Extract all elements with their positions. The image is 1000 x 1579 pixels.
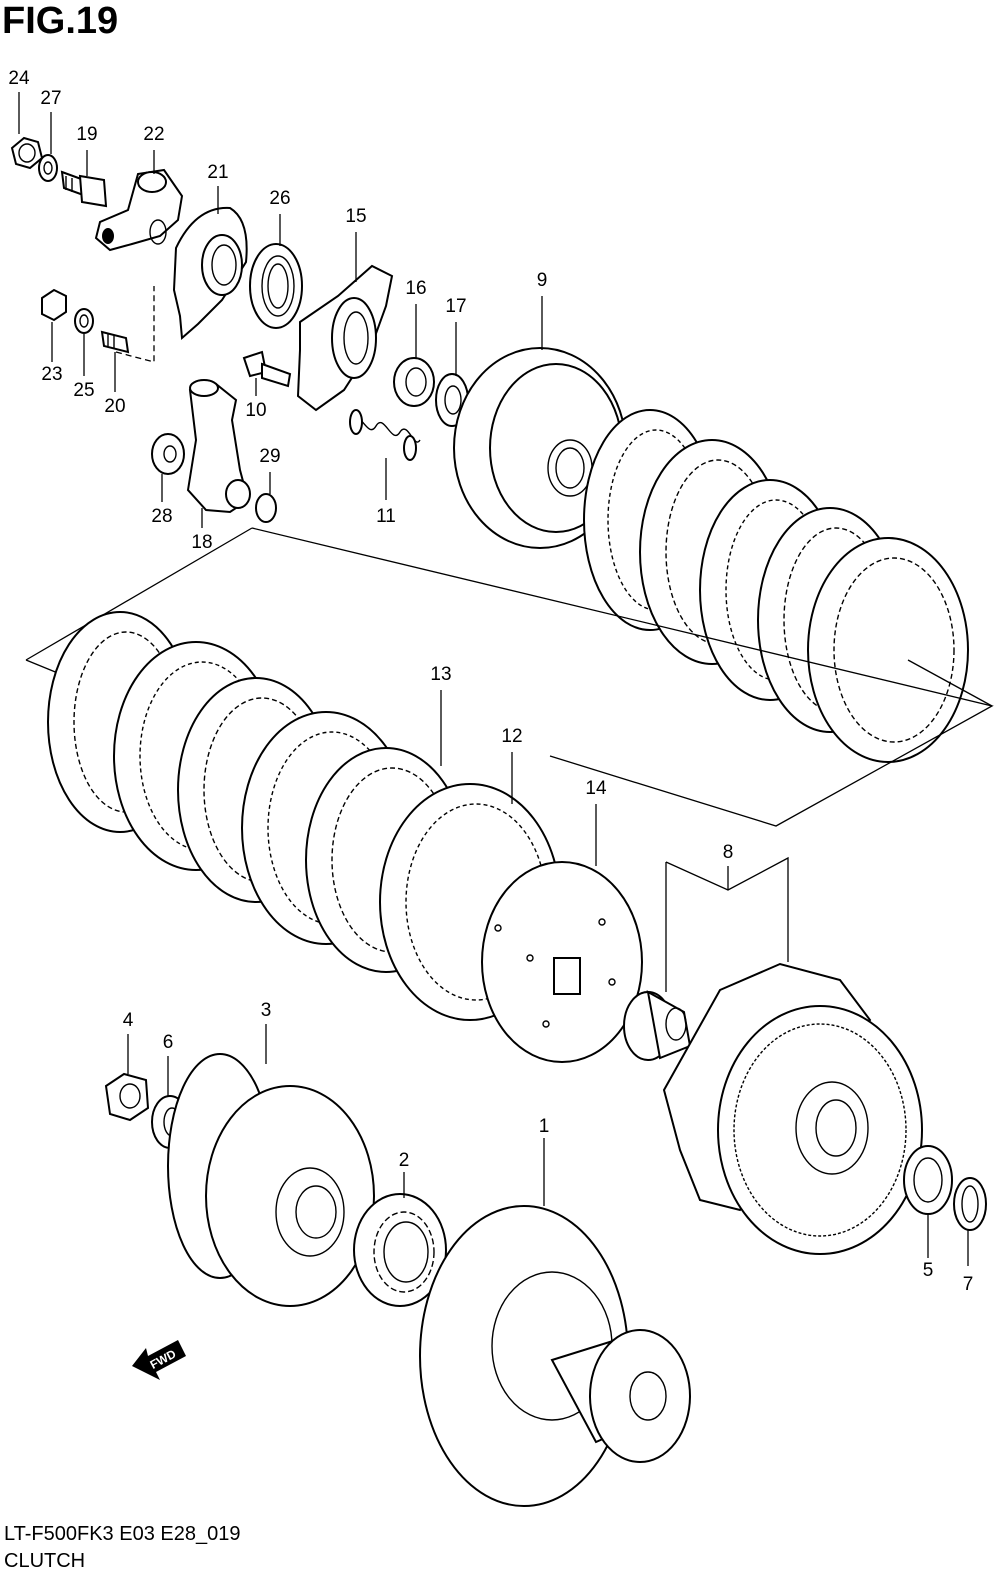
callout-27: 27: [40, 88, 61, 109]
nut-24: [10, 136, 44, 170]
callout-11: 11: [376, 506, 396, 527]
clutch-housing-8: [662, 962, 923, 1255]
callout-19: 19: [76, 124, 97, 145]
leader-lines: [18, 92, 969, 1266]
callout-9: 9: [537, 270, 548, 291]
callout-21: 21: [207, 162, 228, 183]
callout-labels: 24 27 19 22 21 26 15 16 17 9 23 25 20 10…: [8, 68, 973, 1295]
figure-code: LT-F500FK3 E03 E28_019: [4, 1523, 241, 1545]
callout-1: 1: [539, 1116, 550, 1137]
callout-25: 25: [73, 380, 94, 401]
washer-27: [38, 154, 58, 182]
plate-stack-upper: [583, 409, 969, 763]
callout-16: 16: [405, 278, 426, 299]
circlip-29: [255, 493, 277, 523]
pressure-plate-9: [453, 347, 627, 549]
callout-18: 18: [191, 532, 212, 553]
callout-15: 15: [345, 206, 366, 227]
washer-5: [903, 1145, 953, 1215]
callout-12: 12: [501, 726, 522, 747]
figure-title: FIG.19: [2, 0, 119, 42]
callout-3: 3: [261, 1000, 272, 1021]
callout-8: 8: [723, 842, 734, 863]
bolt-10: [242, 350, 292, 388]
joint-22: [94, 168, 184, 252]
callout-7: 7: [963, 1274, 974, 1295]
callout-29: 29: [259, 446, 280, 467]
callout-14: 14: [585, 778, 607, 799]
washer-7: [953, 1177, 987, 1231]
callout-2: 2: [399, 1150, 410, 1171]
one-way-clutch-2: [353, 1193, 447, 1307]
callout-10: 10: [245, 400, 266, 421]
washer-28: [151, 433, 185, 475]
spring-11: [349, 409, 421, 461]
callout-17: 17: [445, 296, 466, 317]
callout-28: 28: [151, 506, 172, 527]
lifter-15: [296, 264, 394, 412]
callout-5: 5: [923, 1260, 934, 1281]
callout-6: 6: [163, 1032, 174, 1053]
callout-13: 13: [430, 664, 451, 685]
callout-24: 24: [8, 68, 30, 89]
figure-name: CLUTCH: [4, 1550, 86, 1572]
plate-14: [481, 861, 643, 1063]
fwd-arrow-icon: FWD: [132, 1340, 186, 1380]
spacer-8a: [623, 990, 692, 1061]
washer-25: [74, 308, 94, 334]
bolt-20: [100, 330, 130, 354]
arm-18: [186, 379, 251, 514]
bearing-26: [249, 243, 303, 329]
callout-20: 20: [104, 396, 125, 417]
bolt-19: [60, 170, 108, 208]
washer-23: [41, 288, 67, 322]
callout-4: 4: [123, 1010, 134, 1031]
nut-4: [104, 1072, 150, 1122]
washer-16: [393, 357, 435, 407]
callout-26: 26: [269, 188, 290, 209]
clutch-hub-3: [167, 1053, 375, 1307]
callout-22: 22: [143, 124, 164, 145]
plate-21: [172, 206, 248, 341]
callout-23: 23: [41, 364, 62, 385]
primary-clutch-1: [419, 1205, 691, 1507]
